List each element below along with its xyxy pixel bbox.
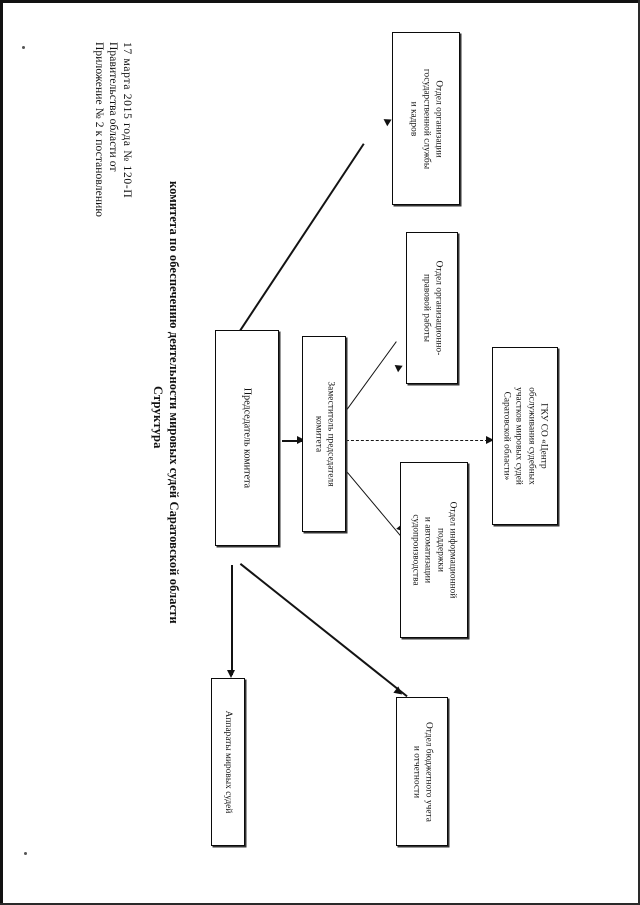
edge-arrowhead-deputy [297, 436, 305, 444]
appendix-header-line-1: Приложение № 2 к постановлению [93, 42, 105, 218]
node-staff-justices-label: Аппараты мировых судей [223, 710, 234, 814]
node-chairman[interactable]: Председатель комитета [215, 330, 279, 546]
edge-deputy-to-legal [346, 341, 398, 411]
edge-chairman-to-budget [240, 563, 408, 697]
node-dept-it-label: Отдел информационной поддержки и автомат… [410, 501, 458, 599]
edge-arrowhead-gku [486, 436, 494, 444]
edge-deputy-to-it [344, 470, 406, 542]
node-dept-civil-service-label: Отдел организации государственной службы… [408, 68, 444, 169]
appendix-header-line-2: Правительства области от [107, 42, 119, 172]
node-deputy[interactable]: Заместитель председателя комитета [302, 336, 346, 532]
edge-arrowhead-civil-service [381, 115, 392, 127]
page-subtitle: комитета по обеспечению деятельности мир… [167, 181, 181, 624]
edge-deputy-to-gku-dashed [341, 440, 493, 441]
node-dept-it[interactable]: Отдел информационной поддержки и автомат… [400, 462, 468, 638]
node-gku-center-label: ГКУ СО «Центр обслуживания судебных учас… [501, 387, 549, 485]
node-staff-justices[interactable]: Аппараты мировых судей [211, 678, 245, 846]
appendix-header-line-3: 17 марта 2015 года № 120-П [121, 42, 133, 199]
node-dept-budget-label: Отдел бюджетного учета и отчетности [411, 721, 434, 822]
node-gku-center[interactable]: ГКУ СО «Центр обслуживания судебных учас… [492, 347, 558, 525]
scan-edge-left [0, 0, 3, 905]
scan-edge-right [638, 0, 640, 905]
scan-edge-bottom [0, 903, 640, 905]
edge-arrowhead-staff-justices [227, 670, 235, 678]
node-dept-civil-service[interactable]: Отдел организации государственной службы… [392, 32, 460, 205]
edge-chairman-to-deputy [282, 440, 304, 442]
scan-edge-top [0, 0, 640, 3]
node-dept-legal[interactable]: Отдел организационно- правовой работы [406, 232, 458, 384]
node-deputy-label: Заместитель председателя комитета [313, 381, 336, 487]
edge-arrowhead-legal [392, 361, 403, 373]
node-dept-legal-label: Отдел организационно- правовой работы [421, 260, 444, 356]
scan-speck [24, 852, 27, 855]
edge-chairman-to-staff-justices [231, 565, 233, 675]
edge-chairman-to-civil-service [236, 143, 365, 336]
scan-speck [22, 46, 25, 49]
node-chairman-label: Председатель комитета [241, 387, 253, 489]
node-dept-budget[interactable]: Отдел бюджетного учета и отчетности [396, 697, 448, 846]
page-title: Структура [151, 386, 165, 449]
